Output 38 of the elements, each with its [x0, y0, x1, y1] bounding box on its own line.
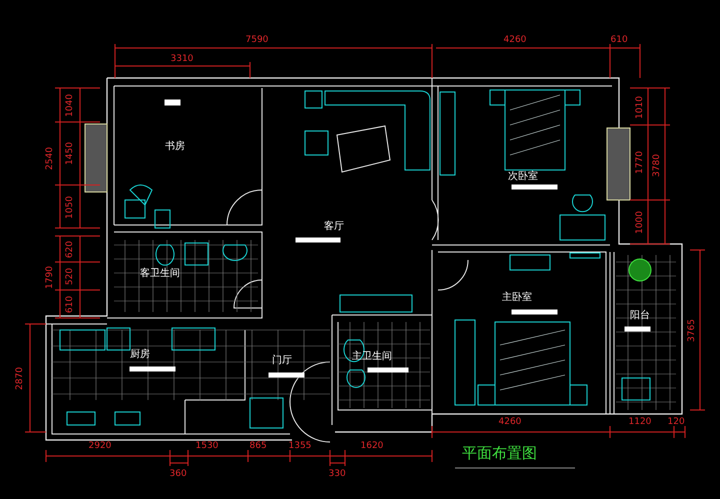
drawing-title: 平面布置图 [462, 446, 537, 461]
dimension-text: 1010 [635, 96, 644, 118]
room-name: 客厅 [324, 222, 344, 232]
dimension-text: 120 [668, 418, 685, 426]
dimension-text: 610 [66, 295, 75, 313]
dimension-text: 4260 [498, 418, 522, 426]
dimension-text: 520 [66, 267, 75, 285]
dimension-text: 1620 [360, 442, 384, 450]
dimension-text: 1120 [628, 418, 652, 426]
room-name: 门厅 [272, 356, 292, 366]
dimension-text: 1790 [45, 266, 54, 288]
dimension-text: 865 [250, 442, 267, 450]
dimension-text: 3765 [687, 318, 696, 342]
dimension-text: 1050 [65, 196, 74, 218]
room-name: 阳台 [630, 311, 650, 321]
dimension-text: 360 [170, 470, 187, 478]
dimension-text: 3310 [170, 54, 194, 64]
dimension-text: 2540 [45, 146, 54, 170]
dimension-text: 3780 [652, 154, 662, 176]
room-name: 客卫生间 [140, 269, 180, 279]
room-name: 主卧室 [502, 293, 532, 303]
dimension-text: 1355 [288, 442, 312, 450]
dimension-text: 1450 [65, 142, 74, 164]
dimension-text: 1530 [196, 442, 218, 450]
dimension-text: 620 [66, 240, 75, 258]
dimension-text: 1040 [65, 94, 74, 116]
dimension-text: 610 [610, 36, 628, 44]
room-name: 主卫生间 [352, 352, 392, 362]
dimension-text: 2870 [15, 366, 24, 390]
dimension-text: 330 [328, 470, 346, 478]
dimension-text: 1000 [635, 210, 644, 234]
room-name: 厨房 [130, 350, 150, 360]
room-name: 书房 [165, 142, 185, 152]
dimension-text: 7590 [246, 36, 268, 44]
room-name: 次卧室 [508, 172, 538, 182]
dimension-text: 2920 [88, 442, 112, 450]
dimension-text: 4260 [504, 36, 526, 44]
dimension-text: 1770 [635, 150, 644, 174]
